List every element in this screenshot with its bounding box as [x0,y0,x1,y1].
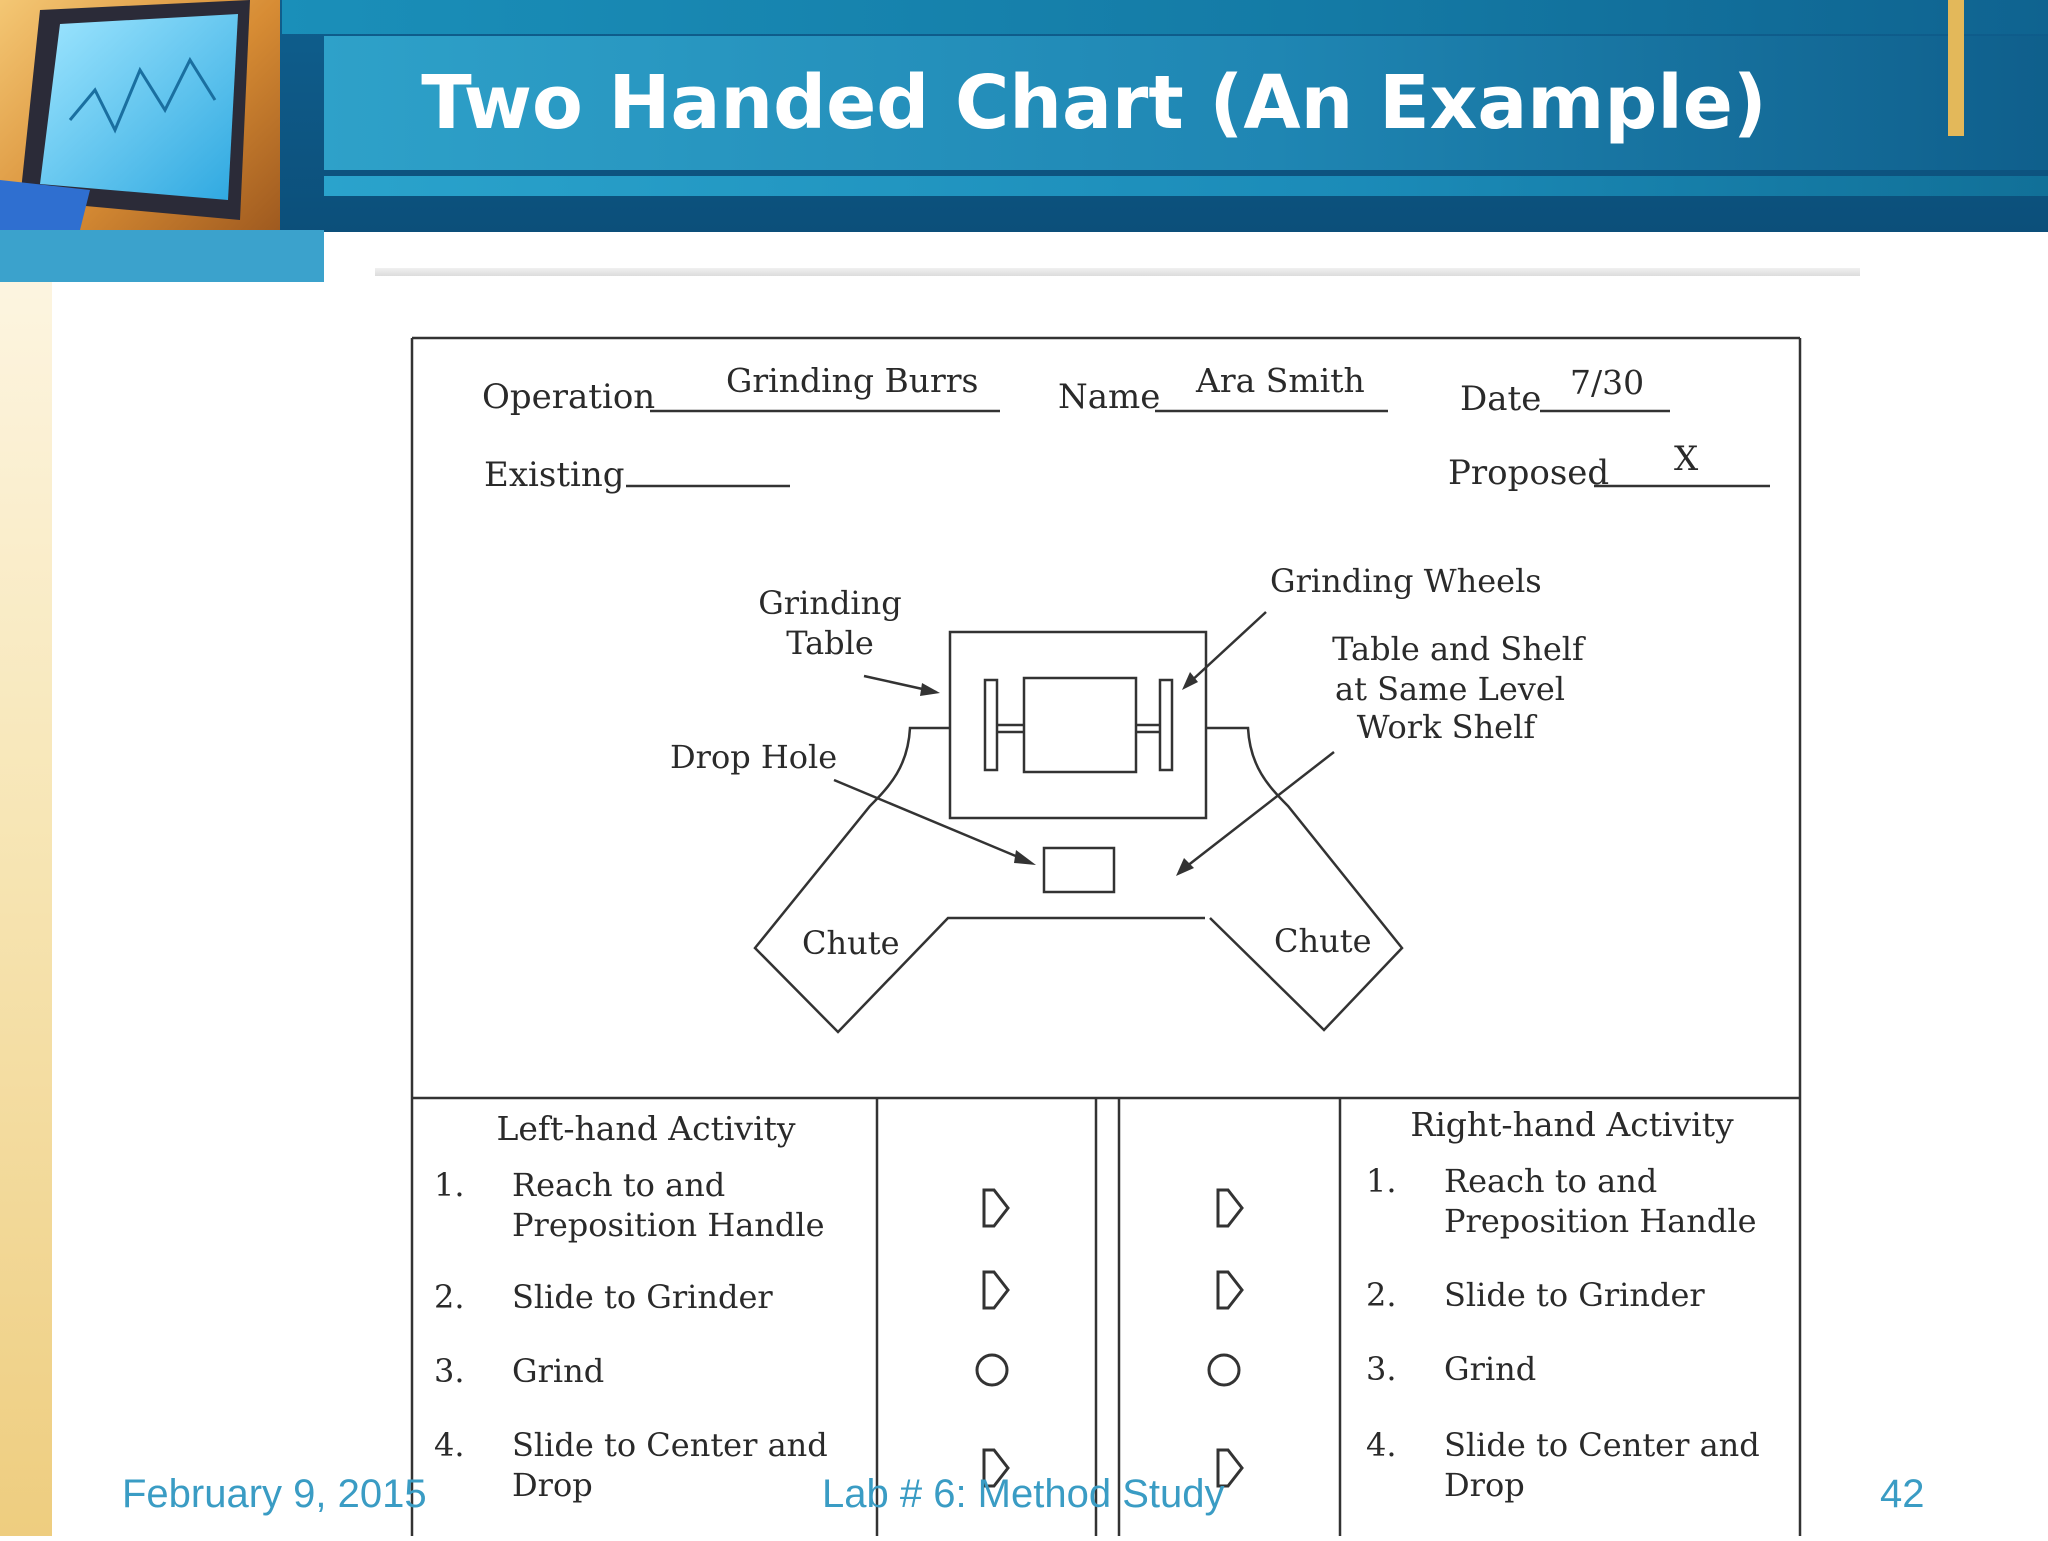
date-value: 7/30 [1570,363,1644,402]
proposed-value: X [1674,439,1699,479]
header-gold-accent [1948,0,1964,136]
right-hand-header: Right-hand Activity [1410,1105,1734,1144]
operation-circle-icon [975,1353,1009,1387]
header-sub-stripe [324,176,2048,196]
left-chute [753,726,1205,1034]
operation-circle-icon [1207,1353,1241,1387]
right-chute-label: Chute [1274,922,1372,960]
footer-date: February 9, 2015 [122,1472,427,1516]
right-step-text: Preposition Handle [1444,1202,1757,1240]
transport-arrow-icon [982,1270,1010,1310]
arrowhead-wheels [1182,672,1198,690]
left-step-number: 3. [434,1352,465,1390]
grinder-body [1022,676,1138,774]
left-step-text: Slide to Center and [512,1426,828,1464]
shelf-label-3: Work Shelf [1357,708,1538,746]
left-chute-label: Chute [802,924,900,962]
left-wheel [983,678,999,772]
drop-hole-label: Drop Hole [670,738,837,776]
right-step-number: 4. [1366,1426,1397,1464]
right-step-text: Slide to Grinder [1444,1276,1705,1314]
right-step-text: Grind [1444,1350,1536,1388]
right-step-text: Drop [1444,1466,1525,1504]
arrowhead-table [920,683,940,696]
right-activity-list: 1. Reach to and Preposition Handle 2. Sl… [1366,1162,1760,1504]
left-step-text: Drop [512,1466,593,1504]
right-step-number: 2. [1366,1276,1397,1314]
header-title-bar [324,36,2048,170]
proposed-label: Proposed [1448,453,1609,493]
name-value: Ara Smith [1195,361,1365,400]
left-hand-header: Left-hand Activity [496,1109,795,1148]
page-number: 42 [1880,1472,1925,1516]
grinding-table-label-2: Table [786,624,874,662]
left-step-number: 4. [434,1426,465,1464]
name-label: Name [1058,377,1160,417]
drop-hole-leader [833,778,1031,864]
workplace-layout-diagram [753,611,1404,1034]
grinding-table [948,630,1208,820]
right-chute [1206,726,1404,1032]
title-divider [375,268,1860,276]
left-step-text: Reach to and [512,1166,725,1204]
operation-value: Grinding Burrs [726,361,978,400]
transport-arrow-icon [982,1448,1010,1488]
footer-lab-title: Lab # 6: Method Study [822,1472,1225,1516]
monitor-logo-image [0,0,280,230]
grinding-table-label-1: Grinding [758,584,902,622]
right-step-number: 1. [1366,1162,1397,1200]
transport-arrow-icon [1216,1188,1244,1228]
logo-under-bar [0,230,324,282]
arrowhead-shelf [1176,858,1194,876]
transport-arrow-icon [1216,1270,1244,1310]
work-shelf-leader [1181,751,1335,871]
drop-hole [1042,846,1116,894]
shelf-label-2: at Same Level [1335,670,1565,708]
transport-arrow-icon [1216,1448,1244,1488]
transport-arrow-icon [982,1188,1010,1228]
operation-label: Operation [482,377,655,417]
right-step-text: Slide to Center and [1444,1426,1760,1464]
two-handed-chart-svg: Operation Grinding Burrs Name Ara Smith … [410,336,1802,1536]
header-top-stripe [282,0,2048,34]
monitor-icon [0,0,250,230]
left-step-text: Preposition Handle [512,1206,825,1244]
grinding-wheels-leader [1187,611,1267,685]
existing-label: Existing [484,455,625,495]
grinding-wheels-label: Grinding Wheels [1270,562,1542,600]
left-step-text: Slide to Grinder [512,1278,773,1316]
right-step-number: 3. [1366,1350,1397,1388]
slide-title: Two Handed Chart (An Example) [421,60,1767,146]
left-decorative-strip [0,230,52,1536]
left-activity-list: 1. Reach to and Preposition Handle 2. Sl… [434,1166,828,1504]
arrowhead-drop [1014,850,1036,865]
left-step-number: 2. [434,1278,465,1316]
two-handed-chart-figure: Operation Grinding Burrs Name Ara Smith … [410,336,1802,1536]
right-wheel [1158,678,1174,772]
date-label: Date [1460,379,1541,419]
right-step-text: Reach to and [1444,1162,1657,1200]
left-step-number: 1. [434,1166,465,1204]
left-step-text: Grind [512,1352,604,1390]
shelf-label-1: Table and Shelf [1332,630,1586,668]
